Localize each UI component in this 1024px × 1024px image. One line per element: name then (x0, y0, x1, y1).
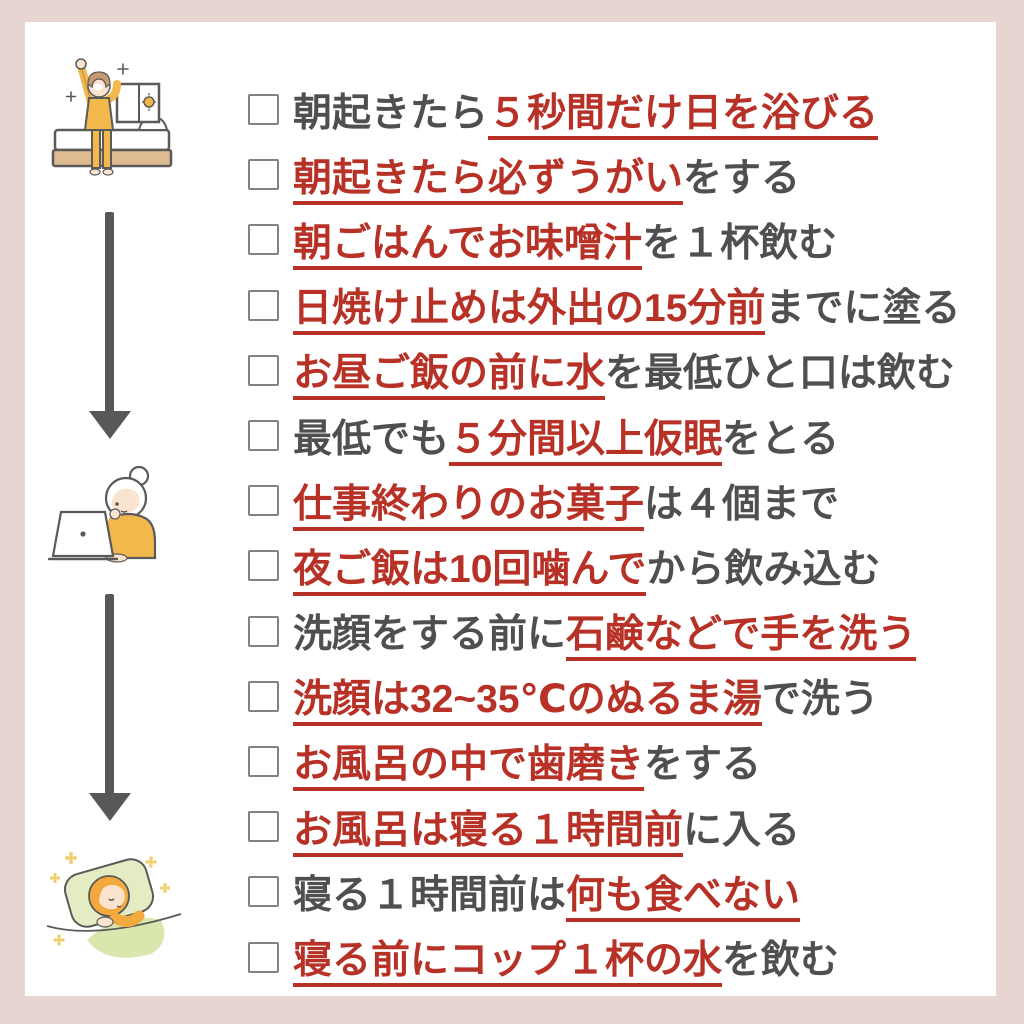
plain-text: までに塗る (765, 287, 961, 331)
plain-text: 最低でも (293, 417, 450, 461)
blanket-icon (46, 913, 182, 958)
checkbox[interactable] (248, 224, 279, 256)
sleeping-illustration (46, 852, 182, 958)
checkbox[interactable] (248, 876, 279, 908)
highlighted-text: 夜ご飯は10回噛んで (293, 547, 647, 596)
checklist-item: 洗顔をする前に石鹸などで手を洗う (248, 599, 960, 664)
checkbox[interactable] (248, 289, 279, 321)
plain-text: をする (683, 156, 801, 200)
plain-text: を飲む (722, 939, 840, 983)
plain-text: をする (644, 743, 762, 787)
checklist-item-text: お昼ご飯の前に水を最低ひと口は飲む (293, 342, 955, 401)
window-with-sun-icon (115, 82, 161, 124)
sparkle-icon (65, 63, 129, 102)
highlighted-text: 石鹸などで手を洗う (566, 613, 917, 662)
checkbox[interactable] (248, 94, 279, 126)
highlighted-text: 何も食べない (566, 873, 801, 922)
plain-text: をとる (722, 417, 840, 461)
checkbox[interactable] (248, 745, 279, 777)
plain-text: 寝る１時間前は (293, 873, 567, 917)
checklist-item: 寝る前にコップ１杯の水を飲む (248, 924, 960, 989)
checkbox[interactable] (248, 811, 279, 843)
checklist-item-text: 朝ごはんでお味噌汁を１杯飲む (293, 212, 838, 270)
checkbox[interactable] (248, 354, 279, 386)
highlighted-text: お風呂の中で歯磨き (293, 743, 645, 792)
laptop-icon (47, 510, 119, 561)
highlighted-text: ５分間以上仮眠 (449, 417, 723, 466)
checklist-item: 洗顔は32~35℃のぬるま湯で洗う (248, 664, 960, 729)
checklist-item: 仕事終わりのお菓子は４個まで (248, 468, 960, 533)
checklist-item: 朝ごはんでお味噌汁を１杯飲む (248, 207, 960, 272)
waking-up-illustration (51, 58, 173, 176)
checklist-item: お昼ご飯の前に水を最低ひと口は飲む (248, 338, 960, 403)
woman-at-desk-icon (103, 465, 157, 563)
checklist-item-text: お風呂の中で歯磨きをする (293, 733, 762, 792)
highlighted-text: 朝起きたら必ずうがい (293, 156, 684, 205)
checkbox[interactable] (248, 680, 279, 712)
checklist-item: お風呂の中で歯磨きをする (248, 729, 960, 794)
highlighted-text: 日焼け止めは外出の15分前 (293, 287, 766, 336)
checkbox[interactable] (248, 159, 279, 191)
plain-text: で洗う (761, 678, 879, 722)
checklist-item-text: 寝る１時間前は何も食べない (293, 864, 801, 922)
checklist-item-text: 仕事終わりのお菓子は４個まで (293, 473, 840, 531)
working-at-laptop-illustration (47, 465, 157, 563)
checklist-item-text: 朝起きたら５秒間だけ日を浴びる (293, 82, 879, 140)
highlighted-text: ５秒間だけ日を浴びる (488, 91, 879, 140)
plain-text: 朝起きたら (293, 91, 489, 135)
down-arrow-1 (105, 212, 114, 412)
checklist-item: 朝起きたら５秒間だけ日を浴びる (248, 77, 960, 142)
highlighted-text: お風呂は寝る１時間前 (293, 808, 684, 857)
checklist-item: 最低でも５分間以上仮眠をとる (248, 403, 960, 468)
plain-text: 洗顔をする前に (293, 613, 567, 657)
checklist-item-text: 寝る前にコップ１杯の水を飲む (293, 929, 840, 988)
checklist-item: 日焼け止めは外出の15分前までに塗る (248, 273, 960, 338)
highlighted-text: 洗顔は32~35℃のぬるま湯 (293, 678, 762, 727)
checklist-item: 寝る１時間前は何も食べない (248, 859, 960, 924)
checklist-item-text: 夜ご飯は10回噛んでから飲み込む (293, 538, 881, 596)
plain-text: は４個まで (644, 482, 840, 526)
checklist-item: 夜ご飯は10回噛んでから飲み込む (248, 533, 960, 598)
plain-text: を１杯飲む (642, 221, 838, 265)
checkbox[interactable] (248, 615, 279, 647)
daily-timeline (25, 22, 225, 996)
checkbox[interactable] (248, 485, 279, 517)
stretching-person-icon (75, 58, 121, 176)
highlighted-text: 寝る前にコップ１杯の水 (293, 939, 723, 988)
flower-sparkle-icon (49, 852, 171, 946)
checklist-item-text: 洗顔は32~35℃のぬるま湯で洗う (293, 668, 879, 727)
checkbox[interactable] (248, 420, 279, 452)
checklist-item-text: 最低でも５分間以上仮眠をとる (293, 408, 840, 466)
down-arrow-2 (105, 594, 114, 794)
highlighted-text: 仕事終わりのお菓子 (293, 482, 645, 531)
checklist-item-text: 日焼け止めは外出の15分前までに塗る (293, 277, 961, 336)
highlighted-text: お昼ご飯の前に水 (293, 352, 606, 401)
checklist: 朝起きたら５秒間だけ日を浴びる朝起きたら必ずうがいをする朝ごはんでお味噌汁を１杯… (248, 77, 960, 990)
checklist-item: 朝起きたら必ずうがいをする (248, 142, 960, 207)
checklist-card: 朝起きたら５秒間だけ日を浴びる朝起きたら必ずうがいをする朝ごはんでお味噌汁を１杯… (25, 22, 996, 996)
plain-text: に入る (683, 808, 801, 852)
checklist-item-text: お風呂は寝る１時間前に入る (293, 799, 801, 857)
plain-text: から飲み込む (646, 547, 881, 591)
checkbox[interactable] (248, 550, 279, 582)
checklist-item: お風呂は寝る１時間前に入る (248, 794, 960, 859)
plain-text: を最低ひと口は飲む (605, 352, 955, 396)
checklist-item-text: 洗顔をする前に石鹸などで手を洗う (293, 603, 917, 662)
checkbox[interactable] (248, 941, 279, 973)
checklist-item-text: 朝起きたら必ずうがいをする (293, 147, 801, 205)
sleeping-woman-icon (88, 875, 145, 928)
highlighted-text: 朝ごはんでお味噌汁 (293, 221, 643, 270)
